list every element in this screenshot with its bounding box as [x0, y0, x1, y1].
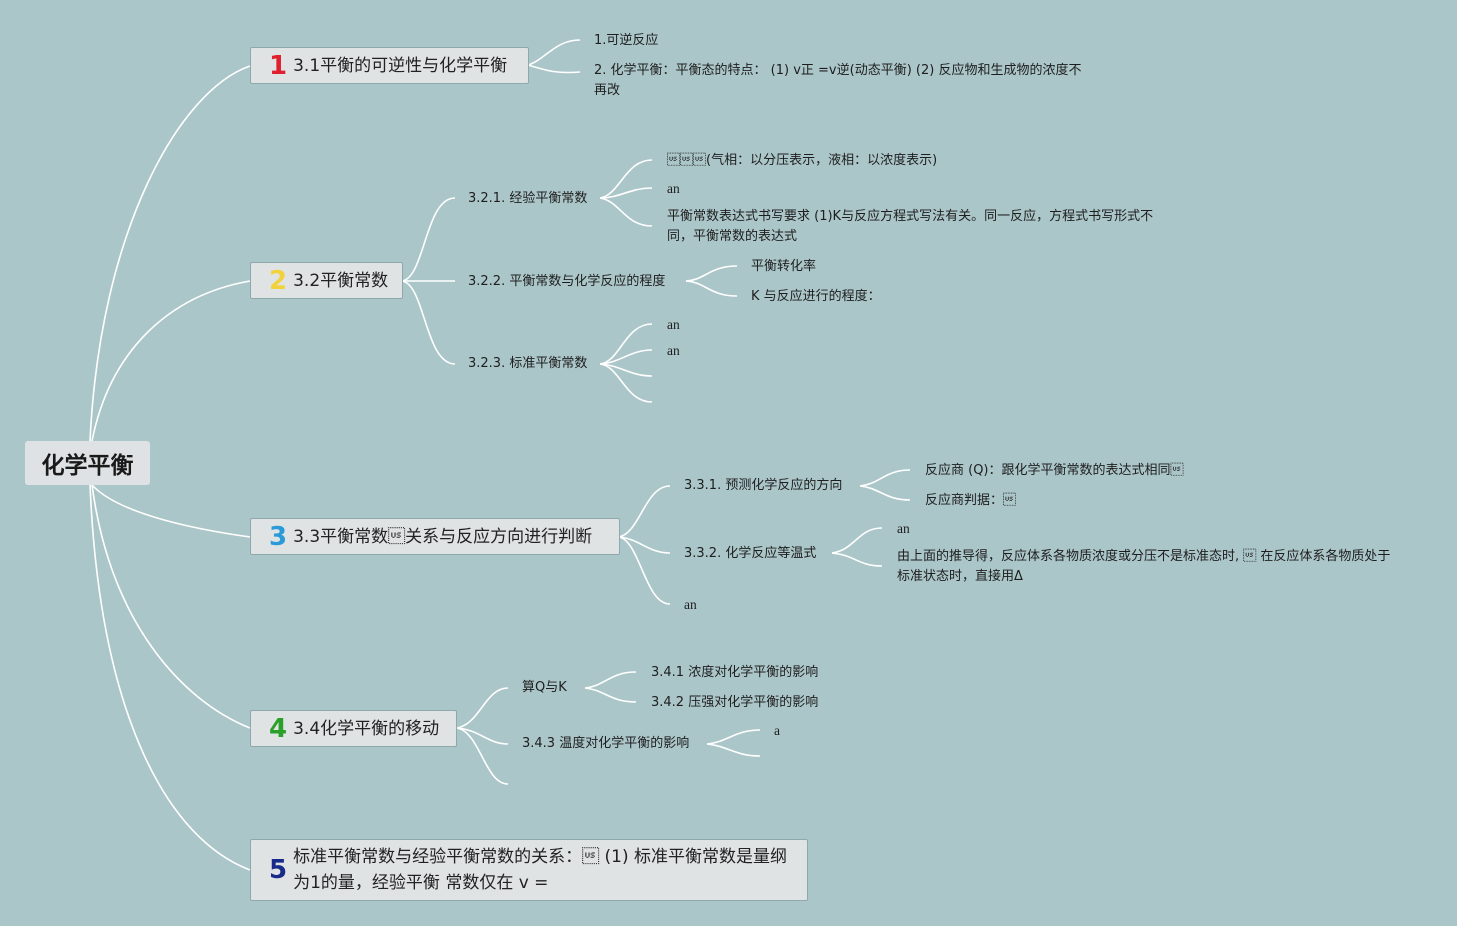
leaf-3-3-1-c1[interactable]: 反应商 (Q)：跟化学平衡常数的表达式相同	[925, 463, 1184, 478]
subtopic-3-2-1[interactable]: 3.2.1. 经验平衡常数	[468, 191, 588, 206]
subtopic-3-2-3[interactable]: 3.2.3. 标准平衡常数	[468, 356, 588, 371]
leaf-3-2-1-c3[interactable]: 平衡常数表达式书写要求 (1)K与反应方程式写法有关。同一反应，方程式书写形式不…	[667, 209, 1154, 244]
leaf-reversible-reaction[interactable]: 1.可逆反应	[594, 33, 659, 48]
leaf-3-4-1[interactable]: 3.4.1 浓度对化学平衡的影响	[651, 665, 819, 680]
topic-5-relationship[interactable]: 5 标准平衡常数与经验平衡常数的关系： (1) 标准平衡常数是量纲为1的量，经验…	[250, 839, 808, 901]
leaf-3-2-3-c1[interactable]: an	[667, 317, 680, 332]
leaf-3-3-2-c1[interactable]: an	[897, 521, 910, 536]
subtopic-3-3-2[interactable]: 3.3.2. 化学反应等温式	[684, 546, 817, 561]
root-topic[interactable]: 化学平衡	[25, 441, 150, 485]
topic-number-4: 4	[269, 713, 288, 744]
leaf-3-3-2-c2[interactable]: 由上面的推导得，反应体系各物质浓度或分压不是标准态时, 在反应体系各物质处于标准…	[897, 549, 1391, 584]
topic-number-1: 1	[269, 50, 288, 81]
topic-label: 3.4化学平衡的移动	[293, 718, 440, 739]
root-label: 化学平衡	[41, 453, 134, 479]
topic-3-2[interactable]: 2 3.2平衡常数	[250, 262, 403, 299]
leaf-3-2-1-c2[interactable]: an	[667, 181, 680, 196]
leaf-3-4-2[interactable]: 3.4.2 压强对化学平衡的影响	[651, 695, 819, 710]
subtopic-3-4-3[interactable]: 3.4.3 温度对化学平衡的影响	[522, 736, 690, 751]
topic-number-5: 5	[269, 855, 288, 885]
leaf-3-3-1-c2[interactable]: 反应商判据：	[925, 493, 1017, 508]
topic-label: 3.1平衡的可逆性与化学平衡	[293, 55, 508, 76]
topic-number-3: 3	[269, 521, 288, 552]
leaf-3-4-3-c1[interactable]: a	[774, 723, 780, 738]
leaf-3-2-2-c1[interactable]: 平衡转化率	[751, 259, 817, 274]
subtopic-3-3-3[interactable]: an	[684, 597, 697, 612]
leaf-3-2-3-c2[interactable]: an	[667, 343, 680, 358]
topic-label: 标准平衡常数与经验平衡常数的关系： (1) 标准平衡常数是量纲为1的量，经验平衡…	[293, 847, 787, 893]
topic-3-3[interactable]: 3 3.3平衡常数 关系与反应方向进行判断	[250, 518, 620, 555]
topic-3-4[interactable]: 4 3.4化学平衡的移动	[250, 710, 457, 747]
leaf-chemical-equilibrium[interactable]: 2. 化学平衡：平衡态的特点： (1) v正 =v逆(动态平衡) (2) 反应物…	[594, 63, 1082, 98]
topic-3-1[interactable]: 1 3.1平衡的可逆性与化学平衡	[250, 47, 529, 84]
subtopic-3-2-2[interactable]: 3.2.2. 平衡常数与化学反应的程度	[468, 274, 666, 289]
topic-label: 3.3平衡常数 关系与反应方向进行判断	[293, 526, 593, 547]
leaf-3-2-1-c1[interactable]: (气相：以分压表示，液相：以浓度表示)	[667, 153, 938, 168]
subtopic-3-3-1[interactable]: 3.3.1. 预测化学反应的方向	[684, 478, 843, 493]
leaf-3-2-2-c2[interactable]: K 与反应进行的程度：	[751, 289, 881, 304]
topic-number-2: 2	[269, 265, 288, 296]
subtopic-calc-q-k[interactable]: 算Q与K	[522, 680, 567, 695]
topic-label: 3.2平衡常数	[293, 270, 389, 291]
